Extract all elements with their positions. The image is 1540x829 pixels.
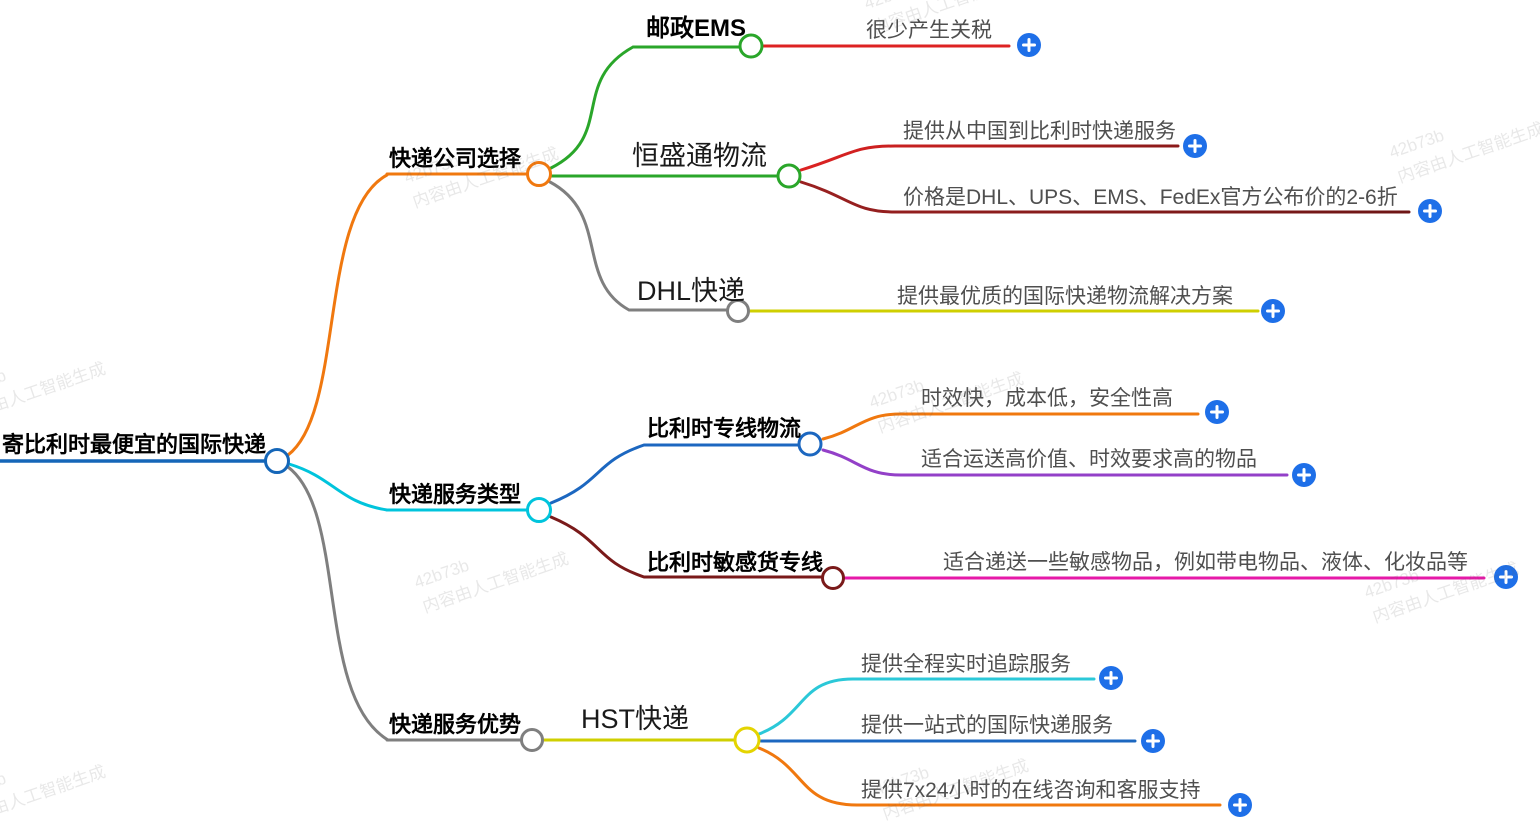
- node-label-advantage[interactable]: 快递服务优势: [389, 712, 522, 737]
- add-node-button-hst-leaf1[interactable]: [1099, 666, 1123, 690]
- leaf-label-hengshengtong-1[interactable]: 提供从中国到比利时快递服务: [903, 120, 1176, 143]
- edge-root-to-company: [286, 173, 389, 457]
- add-node-button-dedicated-leaf2[interactable]: [1292, 463, 1316, 487]
- add-node-button-hst-leaf3[interactable]: [1228, 793, 1252, 817]
- node-label-root[interactable]: 寄比利时最便宜的国际快递: [2, 432, 267, 457]
- edge-company-to-dhl: [548, 180, 729, 312]
- node-handle-company[interactable]: [526, 161, 552, 187]
- node-label-type[interactable]: 快递服务类型: [389, 482, 522, 507]
- add-node-button-hst-leaf2[interactable]: [1141, 729, 1165, 753]
- leaf-label-hst-3[interactable]: 提供7x24小时的在线咨询和客服支持: [861, 779, 1201, 802]
- edge-leaf-dedicated-1: [821, 412, 1200, 441]
- node-handle-advantage[interactable]: [520, 728, 544, 752]
- leaf-label-ems-1[interactable]: 很少产生关税: [866, 19, 992, 42]
- leaf-label-hst-1[interactable]: 提供全程实时追踪服务: [861, 653, 1071, 676]
- edge-leaf-hengshengtong-2: [799, 180, 1411, 214]
- add-node-button-ems-leaf[interactable]: [1017, 33, 1041, 57]
- add-node-button-dedicated-leaf1[interactable]: [1205, 400, 1229, 424]
- node-label-ems[interactable]: 邮政EMS: [646, 15, 747, 42]
- edge-type-to-sensitive: [549, 515, 824, 579]
- edge-company-to-ems: [549, 45, 742, 170]
- add-node-button-hengshengtong-leaf1[interactable]: [1183, 134, 1207, 158]
- add-node-button-hengshengtong-leaf2[interactable]: [1418, 199, 1442, 223]
- leaf-label-dhl-1[interactable]: 提供最优质的国际快递物流解决方案: [897, 285, 1233, 308]
- edge-type-to-dedicated: [549, 443, 800, 505]
- leaf-label-hengshengtong-2[interactable]: 价格是DHL、UPS、EMS、FedEx官方公布价的2-6折: [903, 186, 1398, 209]
- add-node-button-dhl-leaf[interactable]: [1261, 299, 1285, 323]
- node-handle-hengshengtong[interactable]: [776, 163, 802, 189]
- leaf-label-sensitive-1[interactable]: 适合递送一些敏感物品，例如带电物品、液体、化妆品等: [943, 551, 1468, 574]
- add-node-button-sensitive-leaf[interactable]: [1494, 565, 1518, 589]
- leaf-label-dedicated-2[interactable]: 适合运送高价值、时效要求高的物品: [921, 448, 1257, 471]
- node-handle-root[interactable]: [264, 448, 290, 474]
- leaf-label-dedicated-1[interactable]: 时效快，成本低，安全性高: [921, 387, 1173, 410]
- node-handle-hst[interactable]: [733, 726, 761, 754]
- edge-root-to-advantage: [286, 465, 390, 742]
- node-handle-type[interactable]: [526, 497, 552, 523]
- node-label-hst[interactable]: HST快递: [581, 704, 689, 734]
- node-handle-dhl[interactable]: [726, 299, 750, 323]
- edge-leaf-dedicated-2: [821, 448, 1289, 477]
- edge-leaf-hengshengtong-1: [799, 144, 1180, 172]
- edge-leaf-hst-3: [757, 746, 1222, 807]
- node-label-dedicated[interactable]: 比利时专线物流: [647, 416, 802, 441]
- node-handle-ems[interactable]: [738, 33, 764, 59]
- edge-root-to-type: [287, 462, 389, 512]
- node-handle-sensitive[interactable]: [821, 566, 845, 590]
- leaf-label-hst-2[interactable]: 提供一站式的国际快递服务: [861, 714, 1113, 737]
- node-label-dhl[interactable]: DHL快递: [637, 276, 746, 306]
- node-handle-dedicated[interactable]: [797, 431, 823, 457]
- edge-leaf-hst-1: [757, 677, 1096, 736]
- node-label-hengshengtong[interactable]: 恒盛通物流: [632, 141, 767, 171]
- node-label-sensitive[interactable]: 比利时敏感货专线: [647, 550, 824, 575]
- node-label-company[interactable]: 快递公司选择: [389, 146, 522, 171]
